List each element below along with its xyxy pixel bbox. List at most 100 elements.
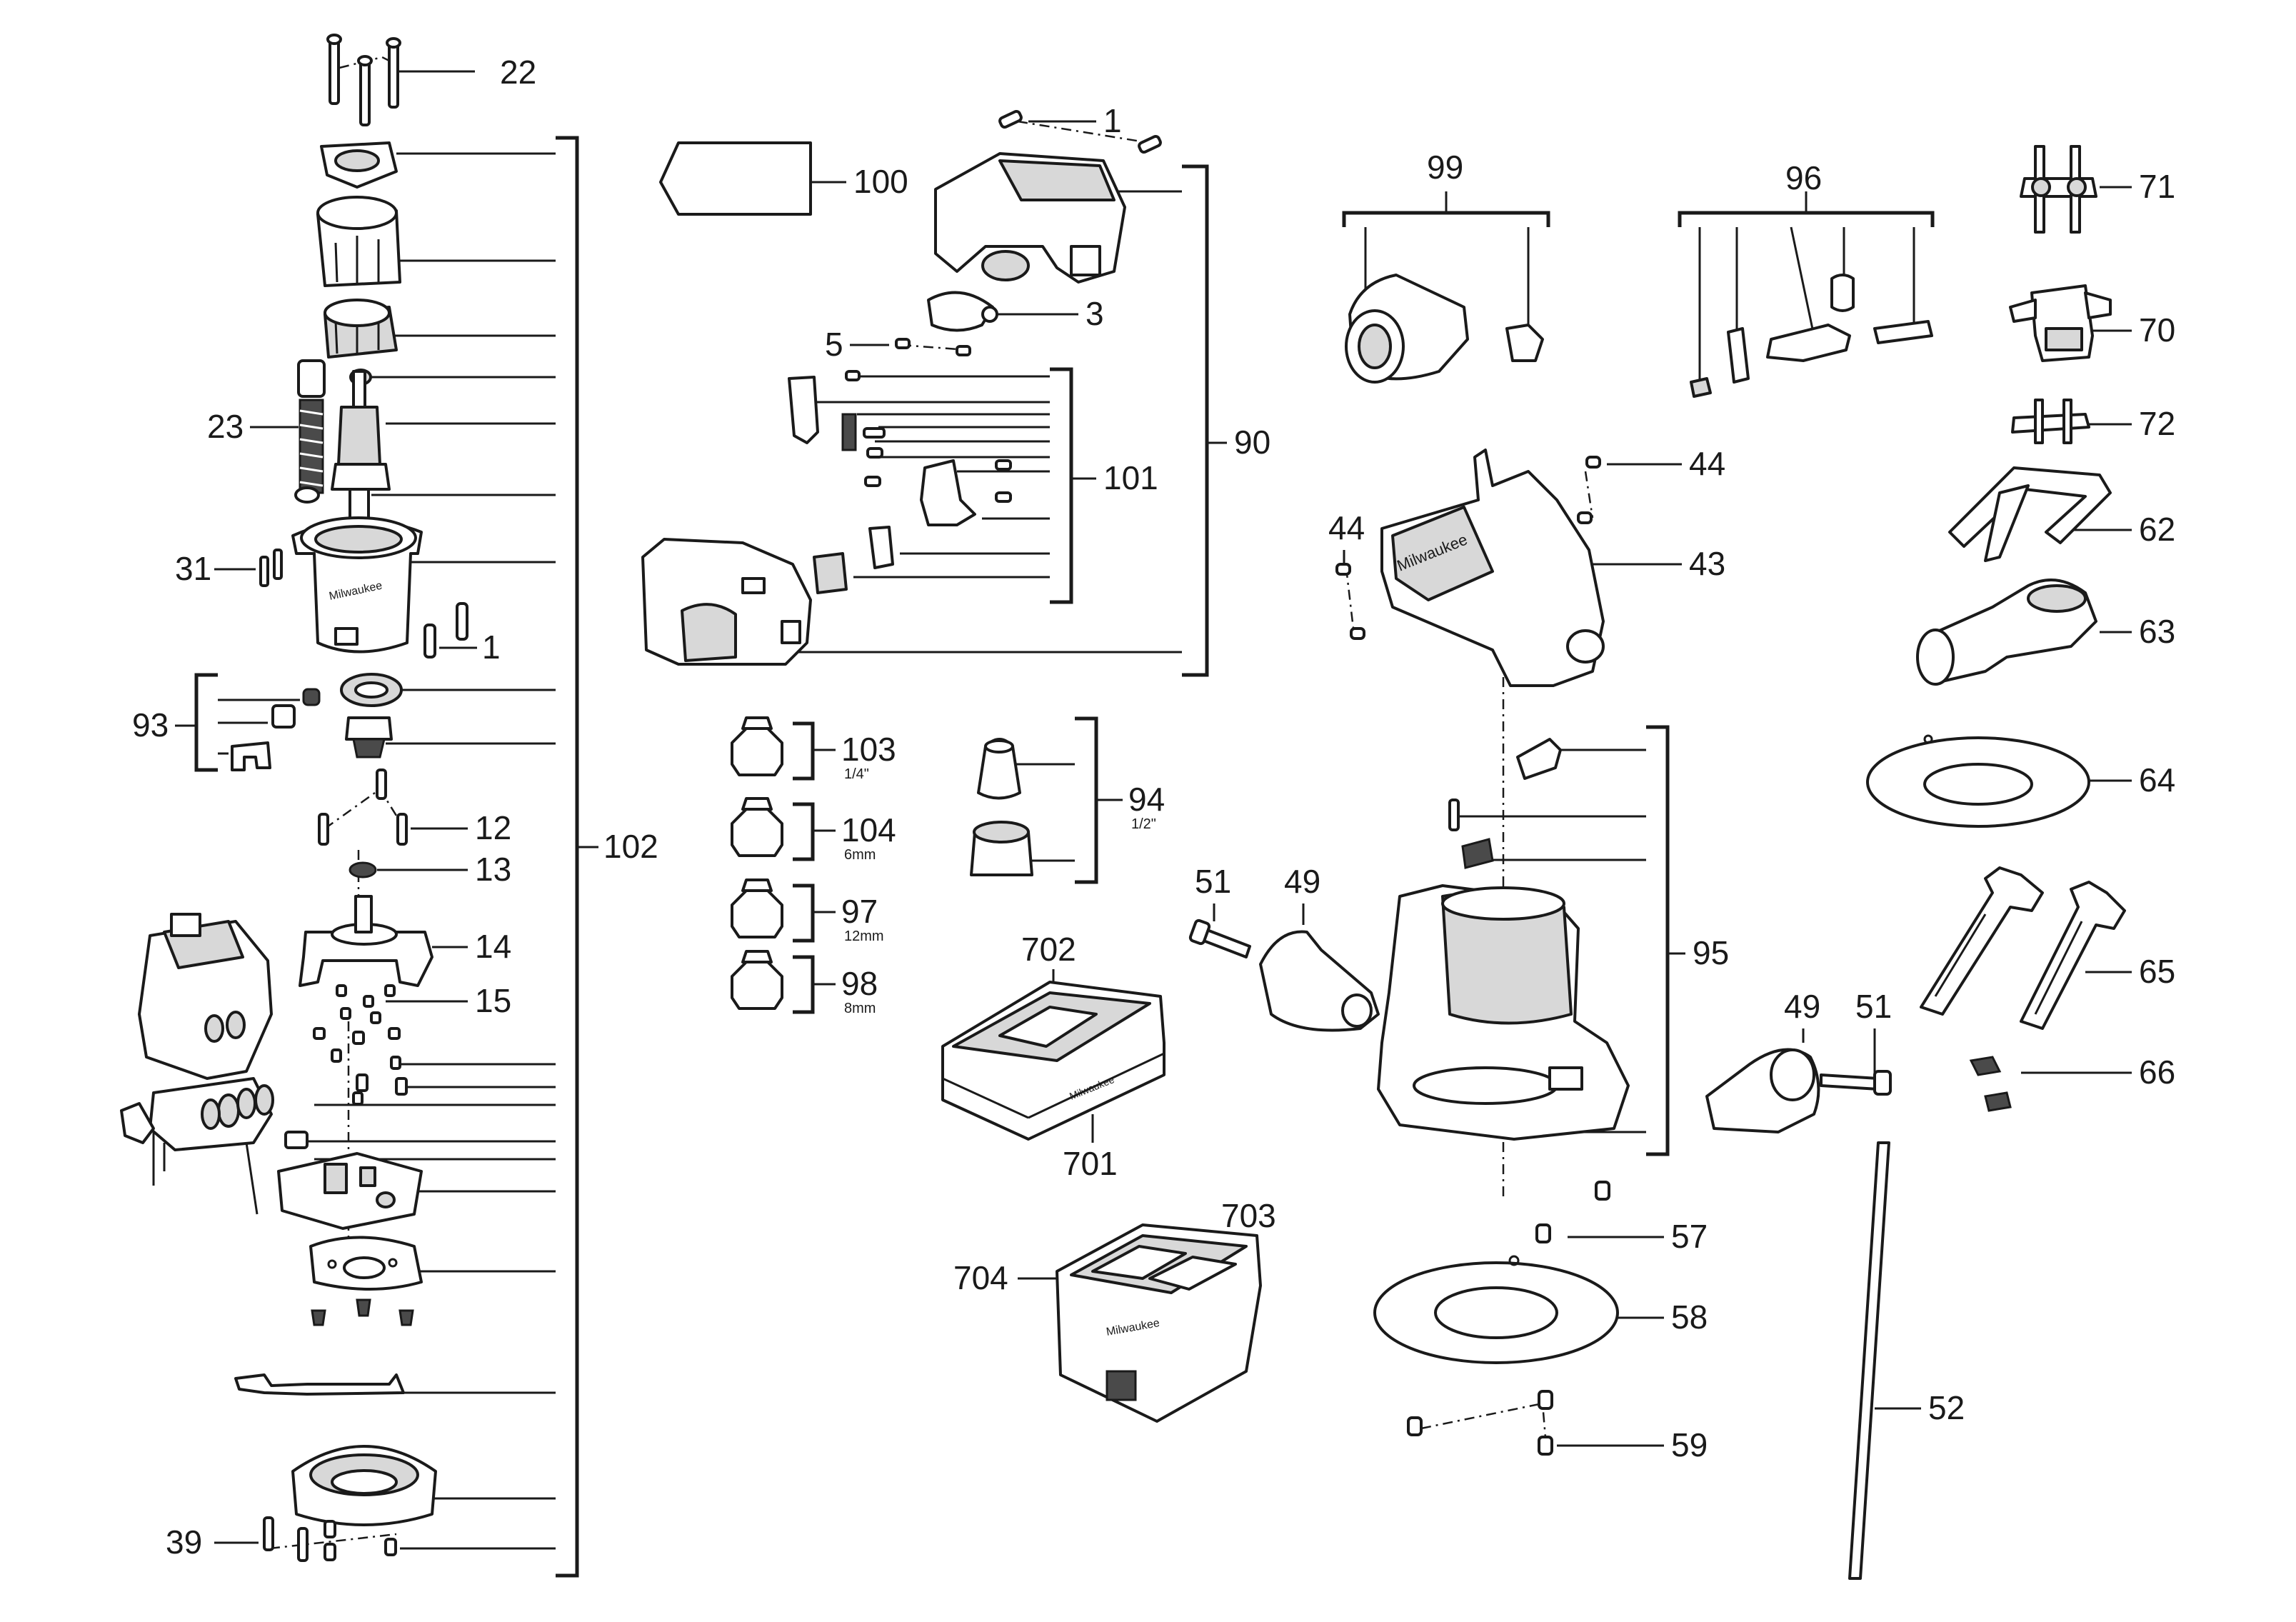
label-52: 52 [1928, 1389, 1965, 1426]
label-51b: 51 [1855, 988, 1892, 1025]
centering-guide-72-icon [2011, 399, 2090, 444]
cap-3-icon [927, 291, 998, 332]
parts-93-icon [231, 688, 321, 771]
label-13: 13 [475, 851, 511, 888]
label-93: 93 [132, 706, 169, 744]
small-screws-column-icon [284, 1027, 408, 1149]
bracket-plate-14-icon [299, 895, 433, 987]
screws-59-icon [1407, 1390, 1553, 1456]
dust-shroud-99-icon [1345, 274, 1469, 384]
label-31: 31 [175, 550, 211, 587]
knob-49a-icon [1259, 930, 1380, 1032]
router-base-95-icon [1377, 884, 1630, 1141]
screw-set-22-icon [326, 34, 401, 126]
electronics-assembly-icon [120, 913, 274, 1215]
main-housing-icon: Milwaukee [291, 516, 423, 654]
bracket-93 [194, 673, 218, 772]
label-3: 3 [1086, 295, 1104, 332]
callout-labels: 22 100 1 3 5 101 90 23 31 1 93 12 13 14 … [132, 54, 2175, 1561]
wing-nuts-66-icon [1969, 1056, 2012, 1112]
guide-rods-62-icon [1948, 466, 2112, 562]
bracket-98 [793, 955, 815, 1014]
collet-97-icon [731, 878, 783, 938]
label-72: 72 [2139, 405, 2175, 442]
label-63: 63 [2139, 613, 2175, 650]
collet-103-icon [731, 716, 783, 776]
screws-57-icon [1535, 1181, 1610, 1243]
label-49a: 49 [1284, 863, 1320, 900]
warning-label-100-icon [659, 141, 812, 216]
base-plate-58-icon [1373, 1255, 1619, 1364]
bearing-ring-icon [340, 673, 403, 707]
label-98: 98 [841, 965, 878, 1002]
label-94: 94 [1128, 781, 1165, 818]
adjuster-parts-96-icon [1690, 274, 1933, 398]
label-22: 22 [500, 54, 536, 91]
clips-icon [311, 1298, 414, 1326]
collet-98-icon [731, 950, 783, 1010]
label-90: 90 [1234, 424, 1270, 461]
label-64: 64 [2139, 761, 2175, 799]
label-102: 102 [603, 828, 658, 865]
sublabel-94: 1/2" [1131, 816, 1156, 832]
collet-104-icon [731, 797, 783, 857]
bolt-51b-icon [1820, 1070, 1892, 1096]
label-23: 23 [207, 408, 244, 445]
spindle-lock-95-icon [1516, 738, 1562, 780]
guide-70-icon [2009, 284, 2112, 362]
assembly-brackets [175, 136, 1935, 1578]
sublabel-104: 6mm [844, 847, 876, 863]
clip-99-icon [1505, 324, 1544, 362]
screws-1b-icon [423, 602, 468, 659]
bracket-96 [1678, 211, 1935, 227]
label-96: 96 [1785, 159, 1822, 196]
label-58: 58 [1671, 1298, 1708, 1336]
bracket-97 [793, 883, 815, 943]
label-100: 100 [853, 163, 908, 200]
label-14: 14 [475, 928, 511, 965]
washer-13-icon [349, 861, 377, 878]
control-board-icon [277, 1152, 423, 1230]
label-12: 12 [475, 809, 511, 846]
label-701: 701 [1063, 1145, 1118, 1182]
label-703: 703 [1221, 1197, 1276, 1234]
label-103: 103 [841, 731, 896, 768]
battery-housing-90-icon [934, 152, 1126, 284]
label-15: 15 [475, 982, 511, 1019]
mounting-plate-icon [309, 1236, 423, 1291]
leader-lines [214, 70, 2132, 1550]
label-65: 65 [2139, 953, 2175, 990]
label-57: 57 [1671, 1218, 1708, 1255]
screws-31-icon [259, 549, 283, 587]
label-97: 97 [841, 893, 878, 930]
label-1b: 1 [482, 629, 501, 666]
dust-port-63-icon [1916, 579, 2097, 686]
sublabel-103: 1/4" [844, 766, 869, 782]
label-101: 101 [1103, 459, 1158, 496]
label-66: 66 [2139, 1053, 2175, 1091]
motor-cap-icon [320, 141, 398, 189]
screws-12-icon [318, 769, 408, 846]
switch-parts-101-icon [788, 370, 1012, 594]
edge-guide-71-icon [2020, 145, 2097, 234]
wrenches-65-icon [1920, 866, 2126, 1030]
label-702: 702 [1021, 931, 1076, 968]
collet-94-icon [977, 738, 1021, 800]
label-51a: 51 [1195, 863, 1231, 900]
battery-adapter-icon [641, 538, 812, 666]
spring-95-icon [1461, 838, 1494, 869]
guide-rail-52-icon [1848, 1141, 1890, 1580]
nut-94-icon [970, 821, 1033, 876]
brush-spring-23-icon [297, 359, 326, 494]
label-70: 70 [2139, 311, 2175, 349]
label-62: 62 [2139, 511, 2175, 548]
wire-harness-icon [234, 1373, 405, 1396]
label-704: 704 [953, 1259, 1008, 1296]
label-95: 95 [1693, 934, 1729, 971]
screws-1a-icon [998, 109, 1162, 154]
pins-5-icon [895, 338, 971, 356]
stator-icon [324, 299, 398, 359]
label-43: 43 [1689, 545, 1725, 582]
screws-44-icon [1335, 456, 1601, 640]
